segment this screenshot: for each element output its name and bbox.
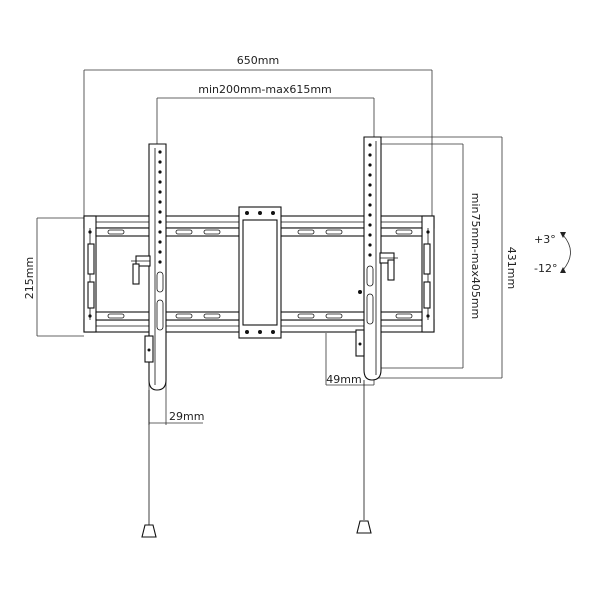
dimension-overall-width: 650mm — [83, 54, 433, 225]
left-vertical-arm — [131, 143, 167, 391]
depth-offset-label: 49mm — [326, 373, 361, 386]
dimension-vesa-horizontal: min200mm-max615mm — [156, 83, 375, 145]
vesa-vertical-label: min75mm-max405mm — [469, 193, 482, 320]
arm-height-label: 431mm — [505, 247, 518, 289]
tilt-down-arrow-icon — [560, 267, 566, 273]
tilt-down-label: -12° — [534, 262, 557, 275]
dimension-vesa-vertical: min75mm-max405mm — [380, 143, 482, 369]
vesa-horizontal-label: min200mm-max615mm — [198, 83, 332, 96]
tilt-arc-icon — [562, 234, 571, 271]
left-pull-cord — [141, 390, 157, 538]
cord-offset-label: 29mm — [169, 410, 204, 423]
center-plate — [238, 206, 282, 339]
tilt-up-arrow-icon — [560, 232, 566, 238]
dimension-arm-height: 431mm — [372, 136, 518, 379]
tilt-indicator: +3° -12° — [534, 232, 571, 275]
tilt-up-label: +3° — [534, 233, 556, 246]
right-pull-cord — [356, 380, 372, 534]
dimension-wall-plate-height: 215mm — [23, 217, 84, 337]
overall-width-label: 650mm — [237, 54, 279, 67]
right-vertical-arm — [355, 136, 398, 381]
dimension-cord-offset: 29mm — [148, 378, 204, 425]
wall-plate-height-label: 215mm — [23, 257, 36, 299]
